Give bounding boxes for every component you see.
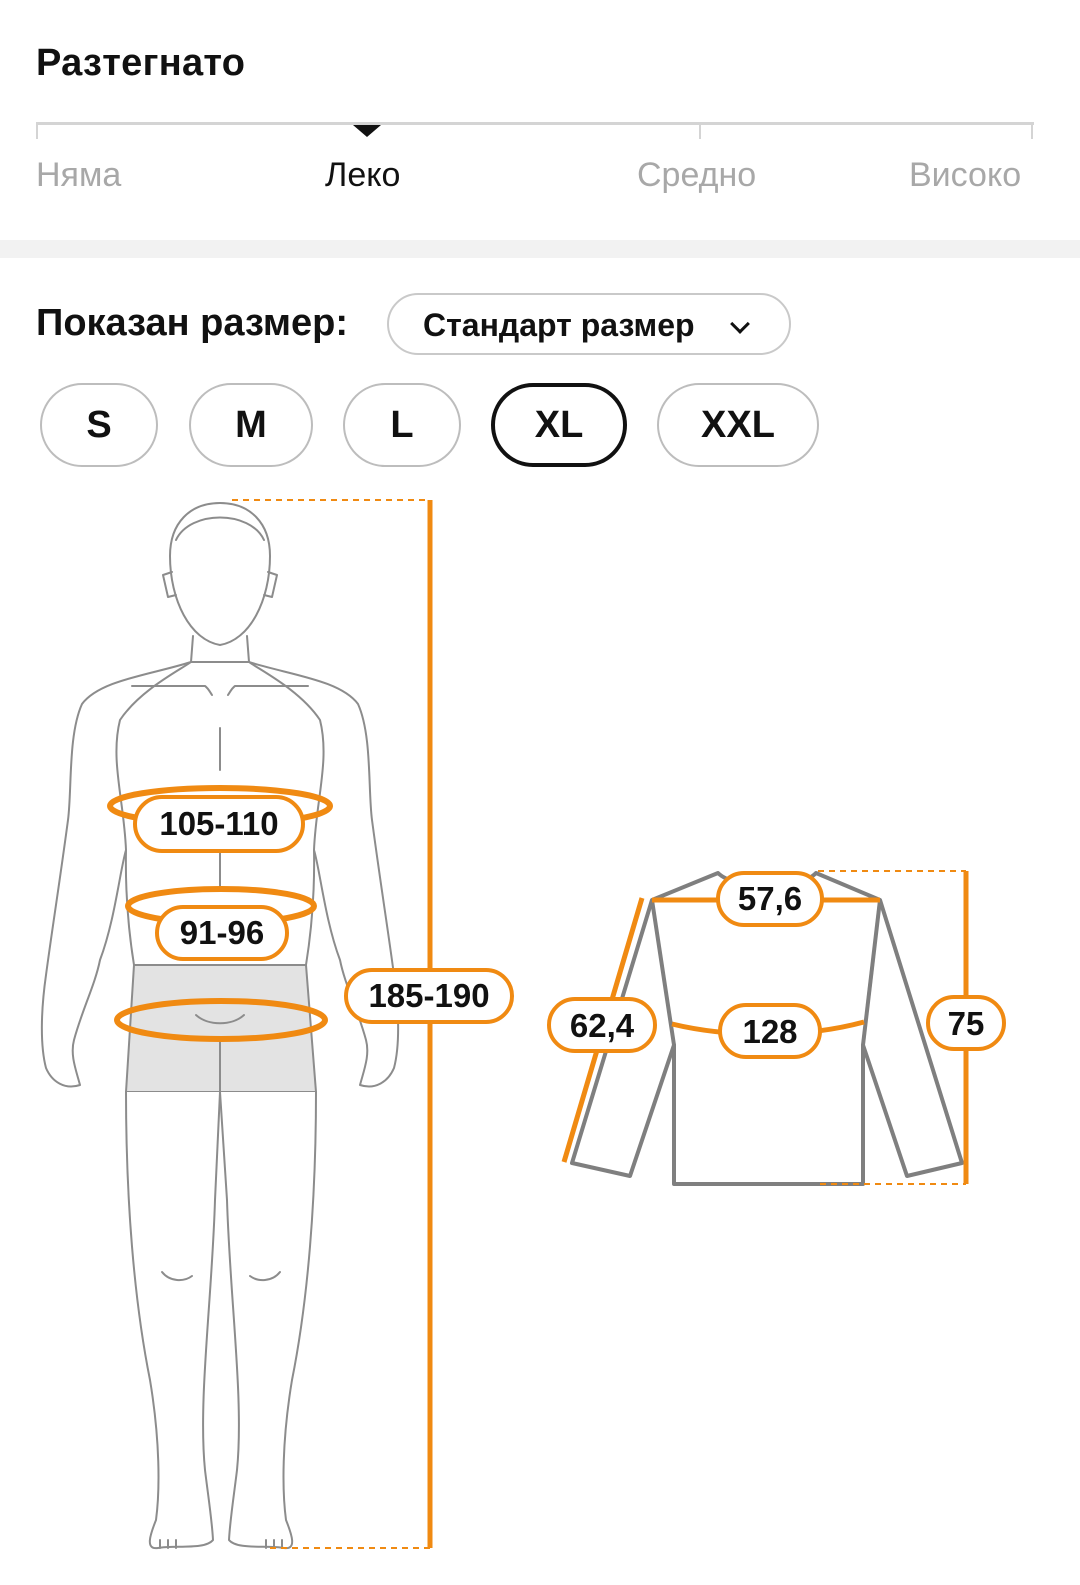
hip-measure-ring bbox=[114, 998, 328, 1042]
size-dropdown-value: Стандарт размер bbox=[423, 307, 695, 343]
scale-tick bbox=[699, 122, 701, 139]
stretch-level-light: Леко bbox=[325, 156, 401, 194]
stretch-marker-icon bbox=[353, 125, 381, 137]
size-button-xl[interactable]: XL bbox=[491, 383, 627, 467]
sleeve-measure-label: 62,4 bbox=[547, 997, 657, 1053]
size-button-m[interactable]: M bbox=[189, 383, 313, 467]
shoulder-value: 57,6 bbox=[738, 880, 802, 917]
human-body-figure bbox=[40, 502, 400, 1550]
size-button-l[interactable]: L bbox=[343, 383, 461, 467]
chevron-down-icon bbox=[730, 314, 750, 334]
chest-measure-label: 105-110 bbox=[133, 795, 305, 853]
stretch-level-high: Високо bbox=[909, 156, 1022, 194]
waist-measure-label: 91-96 bbox=[155, 905, 289, 961]
chest-value: 105-110 bbox=[159, 805, 278, 842]
section-divider bbox=[0, 240, 1080, 258]
stretch-scale-track bbox=[36, 122, 1034, 125]
waist-value: 91-96 bbox=[180, 914, 264, 951]
size-button-s[interactable]: S bbox=[40, 383, 158, 467]
length-measure-label: 75 bbox=[926, 995, 1006, 1051]
stretch-level-medium: Средно bbox=[637, 156, 757, 194]
chest-width-measure-label: 128 bbox=[718, 1003, 822, 1059]
measurement-diagram: 105-110 91-96 185-190 57,6 128 62,4 75 bbox=[40, 499, 1006, 1550]
sleeve-value: 62,4 bbox=[570, 1007, 635, 1044]
shoulder-measure-label: 57,6 bbox=[716, 871, 824, 927]
stretch-level-none: Няма bbox=[36, 156, 122, 194]
shown-size-label: Показан размер: bbox=[36, 302, 349, 344]
size-button-xxl[interactable]: XXL bbox=[657, 383, 819, 467]
chest-width-value: 128 bbox=[742, 1013, 797, 1050]
stretch-section: Разтегнато Няма Леко Средно Високо bbox=[0, 0, 1080, 240]
height-value: 185-190 bbox=[368, 977, 489, 1014]
height-measure-label: 185-190 bbox=[344, 968, 514, 1024]
scale-tick bbox=[1031, 122, 1033, 139]
scale-tick bbox=[36, 122, 38, 139]
size-standard-dropdown[interactable]: Стандарт размер bbox=[387, 293, 791, 355]
length-value: 75 bbox=[948, 1005, 985, 1042]
stretch-title: Разтегнато bbox=[36, 42, 246, 84]
